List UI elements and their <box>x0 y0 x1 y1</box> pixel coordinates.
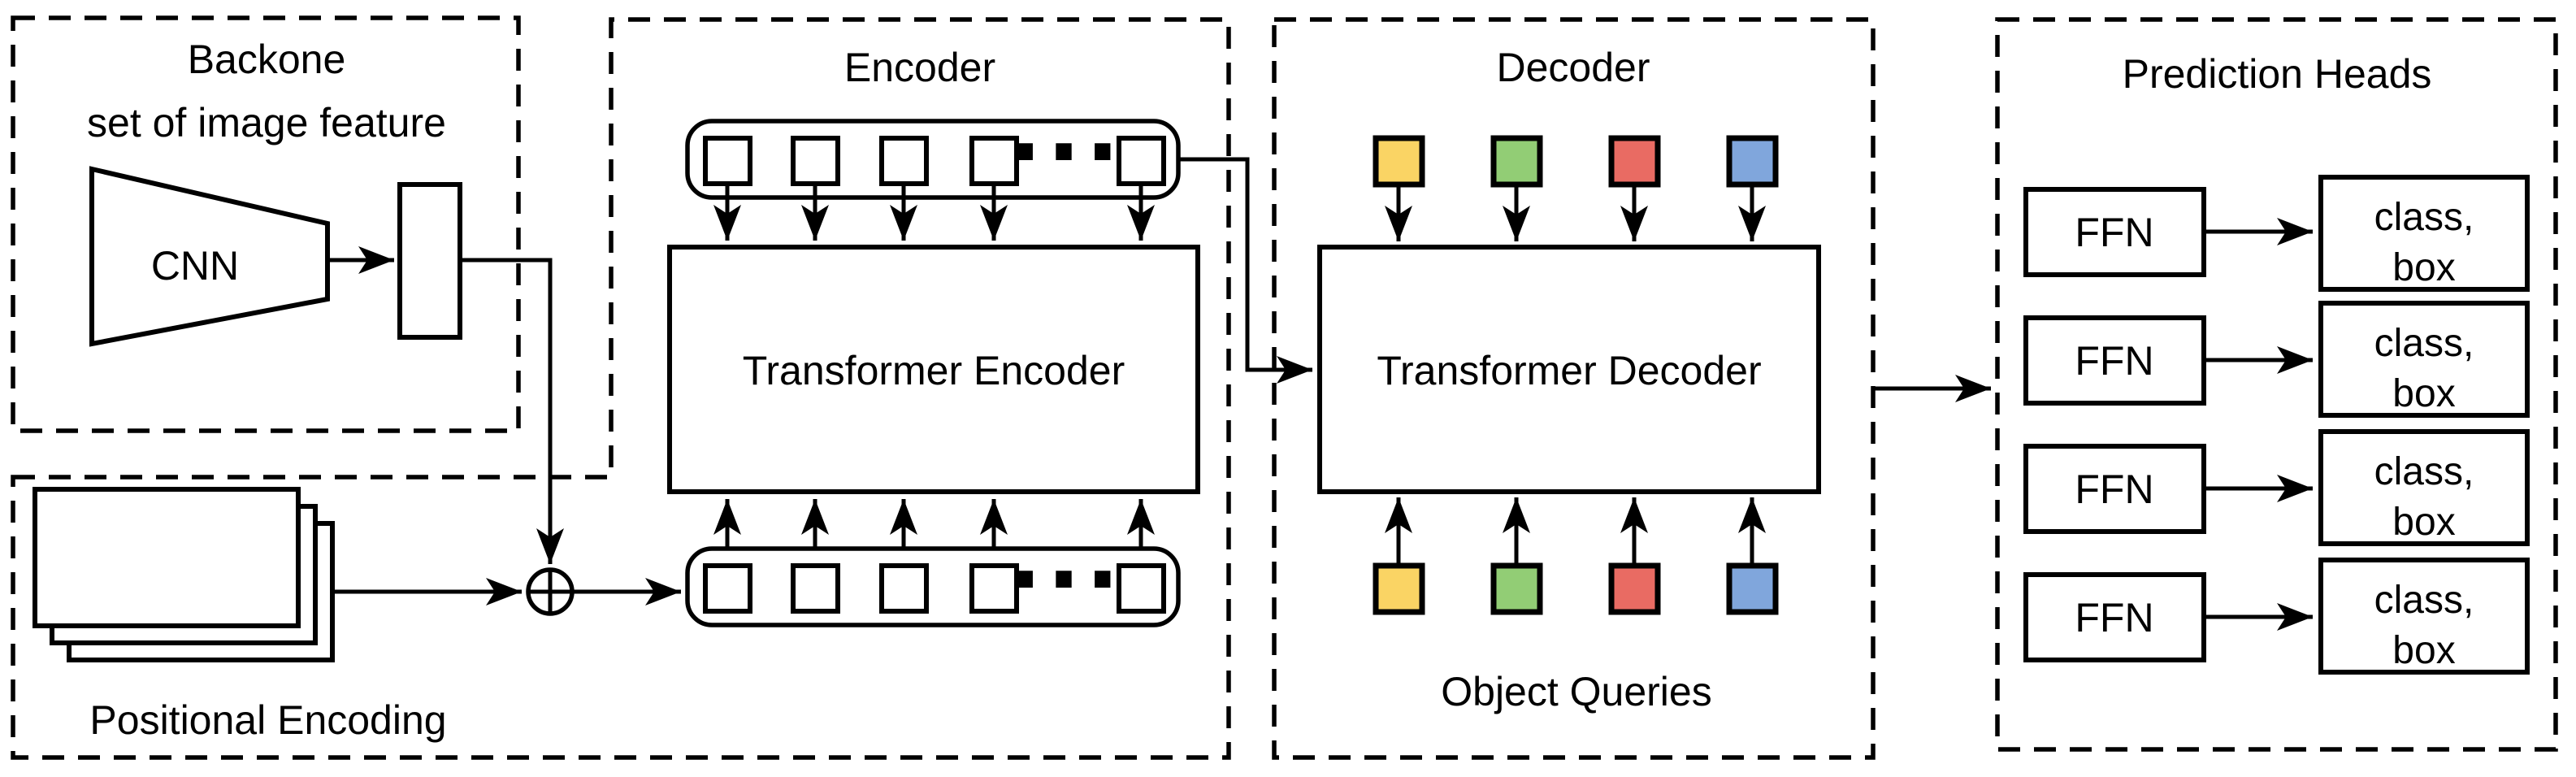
decoder-top-query-green <box>1490 135 1543 188</box>
ffn-box-4 <box>2023 572 2206 662</box>
transformer-encoder-label: Transformer Encoder <box>743 348 1125 393</box>
prediction-heads-title: Prediction Heads <box>2123 51 2432 97</box>
encoder-output-token <box>879 136 929 186</box>
encoder-to-decoder-connector <box>1178 157 1312 384</box>
cnn-trapezoid <box>89 166 330 347</box>
encoder-output-token <box>791 136 840 186</box>
backbone-subtitle: set of image feature <box>87 100 446 145</box>
ffn-label-4: FFN <box>2075 595 2153 640</box>
class-box-output-4 <box>2318 558 2530 675</box>
backbone-title: Backone <box>188 37 346 82</box>
object-query-green <box>1490 562 1543 615</box>
decoder-top-query-yellow <box>1373 135 1425 188</box>
positional-encoding-label: Positional Encoding <box>89 697 446 743</box>
encoder-input-token <box>703 563 752 614</box>
encoder-input-token <box>791 563 840 614</box>
ffn-label-2: FFN <box>2075 338 2153 384</box>
object-query-blue <box>1726 562 1779 615</box>
cnn-label: CNN <box>151 243 239 289</box>
encoder-input-ellipsis: ··· <box>1008 527 1124 632</box>
box-label-4: box <box>2392 629 2455 672</box>
feature-to-sum-connector <box>460 258 564 564</box>
transformer-decoder-block <box>1317 245 1821 494</box>
backbone-section-box <box>11 15 521 433</box>
encoder-input-token <box>879 563 929 614</box>
ffn-label-3: FFN <box>2075 467 2153 512</box>
feature-column-rect <box>397 182 462 340</box>
transformer-encoder-block <box>667 245 1200 494</box>
box-label-3: box <box>2392 501 2455 544</box>
sum-plus-cross <box>528 570 572 614</box>
encoder-output-token <box>1117 136 1166 186</box>
transformer-decoder-label: Transformer Decoder <box>1377 348 1761 393</box>
class-box-output-1 <box>2318 175 2530 292</box>
class-label-3: class, <box>2374 450 2474 493</box>
class-box-output-2 <box>2318 301 2530 418</box>
encoder-title: Encoder <box>844 45 995 90</box>
class-label-1: class, <box>2374 196 2474 239</box>
encoder-output-token <box>703 136 752 186</box>
object-query-red <box>1608 562 1661 615</box>
decoder-top-query-blue <box>1726 135 1779 188</box>
class-box-output-3 <box>2318 429 2530 546</box>
encoder-input-token <box>1117 563 1166 614</box>
decoder-title: Decoder <box>1497 45 1650 90</box>
class-label-4: class, <box>2374 579 2474 622</box>
encoder-section-box <box>11 17 1231 760</box>
encoder-output-ellipsis: ··· <box>1008 100 1124 204</box>
encoder-input-token <box>969 563 1019 614</box>
box-label-2: box <box>2392 372 2455 415</box>
object-query-yellow <box>1373 562 1425 615</box>
class-label-2: class, <box>2374 322 2474 365</box>
ffn-label-1: FFN <box>2075 210 2153 255</box>
box-label-1: box <box>2392 246 2455 289</box>
positional-encoding-layer-1 <box>33 487 301 628</box>
object-queries-label: Object Queries <box>1441 669 1711 714</box>
decoder-top-query-red <box>1608 135 1661 188</box>
